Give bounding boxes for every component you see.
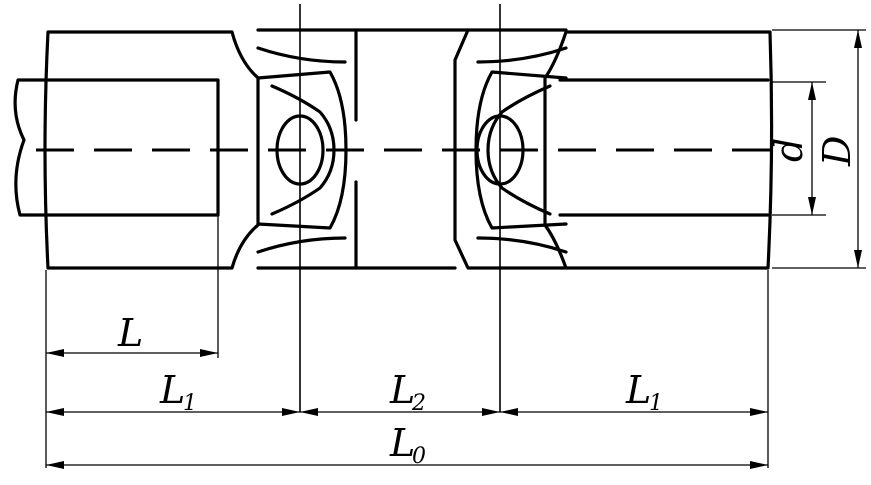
dimension-d-small: d [767, 82, 816, 215]
label-l1-right-sub: 1 [649, 391, 663, 416]
dimension-l2: L 2 [300, 368, 500, 416]
center-block [354, 28, 470, 270]
dimension-l1-left: L 1 [46, 368, 300, 416]
label-l1-left-sub: 1 [183, 391, 197, 416]
label-l0: L [389, 421, 415, 465]
label-l1-right: L [625, 368, 651, 412]
label-D: D [815, 136, 859, 167]
dimension-l1-right: L 1 [500, 368, 768, 416]
label-d: d [767, 138, 811, 162]
label-l2-sub: 2 [411, 391, 426, 416]
label-l: L [117, 311, 143, 355]
dimension-l0: L 0 [46, 421, 768, 469]
dimension-l: L [46, 311, 218, 357]
left-hub [13, 30, 260, 270]
label-l1-left: L [159, 368, 185, 412]
center-lines [36, 4, 780, 412]
label-l0-sub: 0 [412, 444, 426, 469]
dimension-d-large: D [815, 30, 862, 268]
extension-lines [45, 29, 866, 468]
label-l2: L [389, 368, 415, 412]
